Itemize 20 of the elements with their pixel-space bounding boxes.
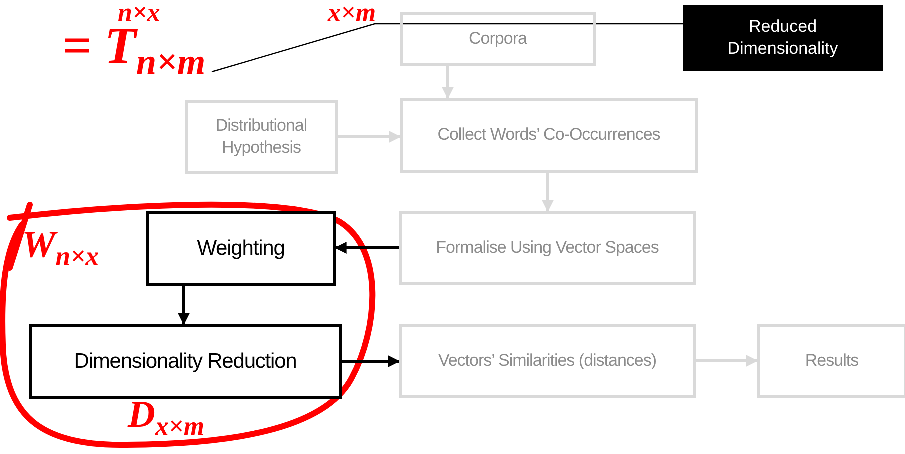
highlighted-process-box: Weighting: [146, 211, 336, 286]
arrow: [178, 286, 190, 326]
process-box: Formalise Using Vector Spaces: [399, 211, 696, 285]
process-box: Collect Words’ Co-Occurrences: [400, 98, 698, 173]
arrow: [542, 173, 554, 212]
formula-text: W$_{n×x}$: [22, 226, 100, 270]
arrow: [342, 356, 400, 368]
arrow: [338, 131, 402, 143]
arrow: [334, 242, 399, 254]
arrow: [442, 66, 454, 100]
arrow: [696, 355, 758, 367]
process-box: Corpora: [400, 12, 596, 66]
highlighted-process-box: Dimensionality Reduction: [29, 324, 342, 399]
process-box: Vectors’ Similarities (distances): [399, 324, 696, 398]
process-box: Results: [757, 324, 905, 398]
callout-box: Reduced Dimensionality: [683, 5, 883, 71]
formula-text: D$_{x×m}$: [128, 396, 205, 440]
formula-text: x×m: [328, 0, 376, 26]
process-box: Distributional Hypothesis: [185, 100, 338, 174]
leader-line: [212, 23, 683, 73]
